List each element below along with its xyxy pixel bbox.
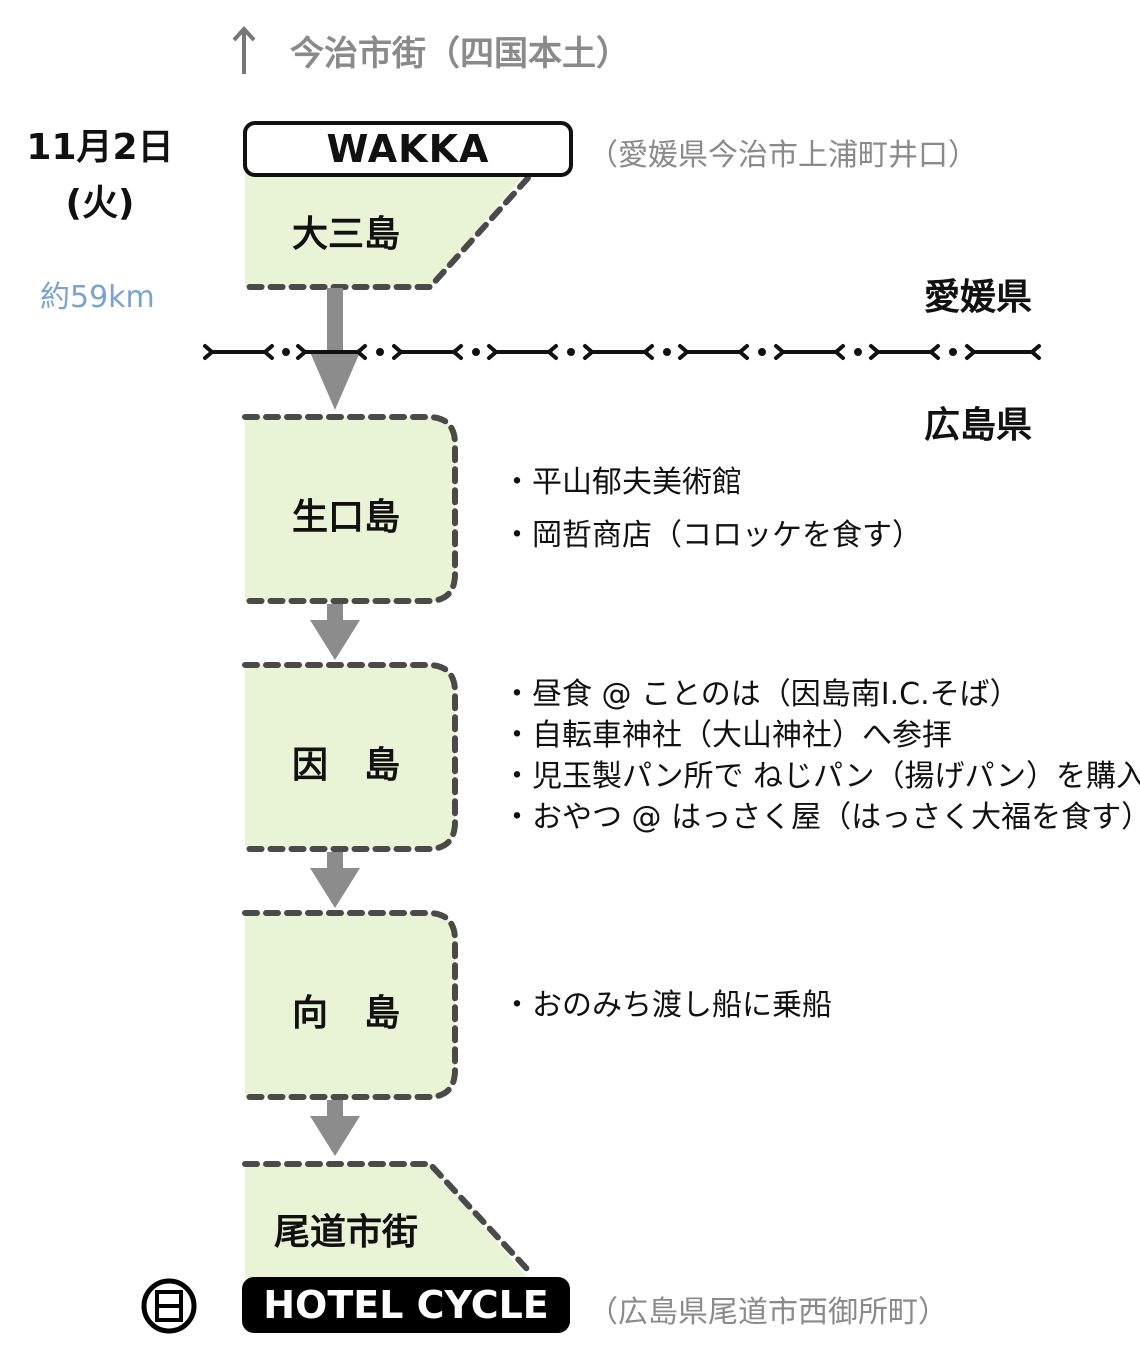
- start-point-box: WAKKA: [243, 121, 573, 177]
- island-ikuchijima-border: [242, 414, 458, 604]
- weekday-label: (火): [65, 183, 135, 224]
- island-name-innoshima: 因 島: [291, 745, 400, 786]
- island-innoshima-border: [242, 662, 458, 852]
- island-onomichi-shape: [245, 1164, 528, 1278]
- notes-innoshima: ・昼食 @ ことのは（因島南I.C.そば） ・自転車神社（大山神社）へ参拝 ・児…: [502, 674, 1140, 838]
- note-item: ・岡哲商店（コロッケを食す）: [502, 518, 922, 553]
- island-name-omishima: 大三島: [291, 214, 400, 255]
- route-arrow-3: [310, 852, 360, 908]
- up-arrow-icon: [232, 26, 256, 74]
- hotel-icon: [141, 1278, 197, 1334]
- note-item: ・おのみち渡し船に乗船: [502, 988, 832, 1023]
- island-onomichi-border: [242, 1161, 531, 1273]
- date-label: 11月2日: [26, 127, 174, 168]
- island-omishima-shape: [245, 170, 528, 287]
- start-address: （愛媛県今治市上浦町井口）: [588, 138, 978, 173]
- island-name-onomichi: 尾道市街: [273, 1212, 418, 1253]
- island-ikuchijima-shape: [245, 417, 455, 601]
- route-arrow-1: [310, 288, 360, 410]
- island-name-ikuchijima: 生口島: [291, 497, 400, 538]
- note-item: ・児玉製パン所で ねじパン（揚げパン）を購入: [502, 759, 1140, 794]
- note-item: ・おやつ @ はっさく屋（はっさく大福を食す）: [502, 800, 1140, 835]
- distance-label: 約59km: [40, 280, 155, 315]
- island-mukaishima-border: [242, 910, 458, 1100]
- prefecture-lower: 広島県: [924, 405, 1033, 446]
- note-item: ・昼食 @ ことのは（因島南I.C.そば）: [502, 677, 1020, 712]
- end-address: （広島県尾道市西御所町）: [588, 1295, 948, 1330]
- route-arrow-4: [310, 1100, 360, 1156]
- end-point-box: HOTEL CYCLE: [242, 1277, 570, 1333]
- north-destination-label: 今治市街（四国本土）: [290, 34, 630, 74]
- notes-ikuchijima: ・平山郁夫美術館 ・岡哲商店（コロッケを食す）: [502, 462, 922, 556]
- island-innoshima-shape: [245, 665, 455, 849]
- start-point-name: WAKKA: [326, 127, 490, 171]
- island-name-mukaishima: 向 島: [291, 993, 400, 1034]
- note-item: ・自転車神社（大山神社）へ参拝: [502, 718, 952, 753]
- island-omishima-border: [242, 175, 531, 290]
- notes-mukaishima: ・おのみち渡し船に乗船: [502, 985, 832, 1026]
- route-arrow-2: [310, 604, 360, 660]
- prefecture-upper: 愛媛県: [924, 277, 1033, 318]
- end-point-name: HOTEL CYCLE: [263, 1283, 549, 1327]
- note-item: ・平山郁夫美術館: [502, 465, 742, 500]
- prefecture-border-line: [203, 344, 1041, 360]
- island-mukaishima-shape: [245, 913, 455, 1097]
